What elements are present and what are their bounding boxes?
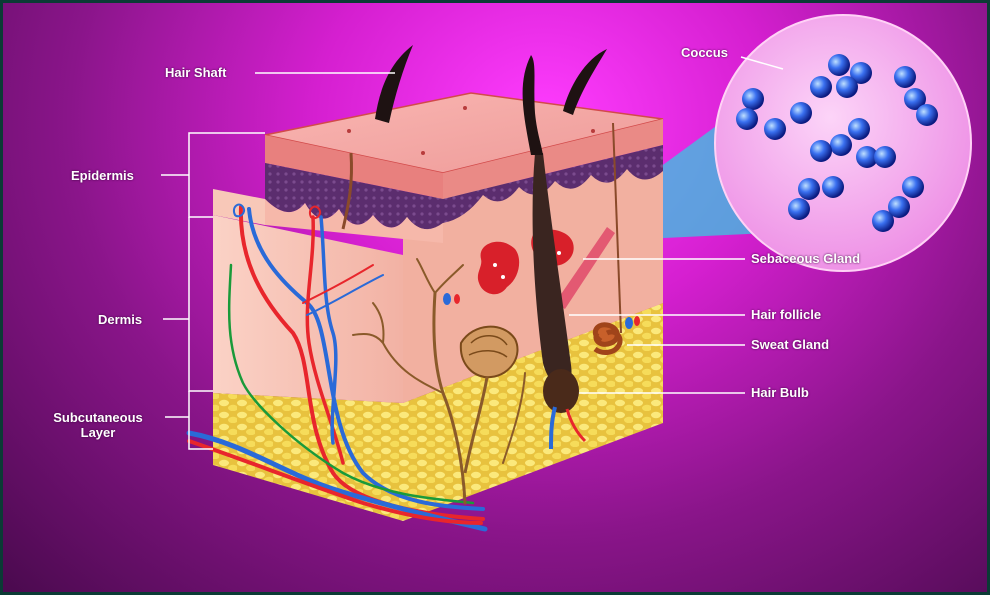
skin-block <box>213 93 663 521</box>
coccus-icon <box>736 108 758 130</box>
skin-cross-section-illustration <box>3 3 987 592</box>
coccus-icon <box>894 66 916 88</box>
label-hair-shaft: Hair Shaft <box>165 65 226 80</box>
coccus-icon <box>828 54 850 76</box>
label-dermis: Dermis <box>98 312 142 327</box>
coccus-icon <box>848 118 870 140</box>
pore <box>347 129 351 133</box>
label-subcutaneous-line2: Layer <box>33 425 163 440</box>
label-sweat-gland: Sweat Gland <box>751 337 829 352</box>
coccus-icon <box>790 102 812 124</box>
label-subcutaneous-layer: Subcutaneous Layer <box>33 410 163 440</box>
coccus-icon <box>810 140 832 162</box>
coccus-icon <box>822 176 844 198</box>
label-coccus: Coccus <box>681 45 728 60</box>
coccus-icon <box>872 210 894 232</box>
coccus-icon <box>788 198 810 220</box>
skin-diagram: Hair Shaft Epidermis Dermis Subcutaneous… <box>3 3 987 592</box>
coccus-icon <box>874 146 896 168</box>
pore <box>591 129 595 133</box>
coccus-icon <box>902 176 924 198</box>
pore <box>421 151 425 155</box>
coccus-icon <box>742 88 764 110</box>
hair-bulb <box>543 369 579 413</box>
label-subcutaneous-line1: Subcutaneous <box>33 410 163 425</box>
label-hair-bulb: Hair Bulb <box>751 385 809 400</box>
coccus-icon <box>764 118 786 140</box>
coccus-icon <box>916 104 938 126</box>
coccus-icon <box>798 178 820 200</box>
coccus-icon <box>830 134 852 156</box>
pore <box>463 106 467 110</box>
coccus-icon <box>836 76 858 98</box>
label-hair-follicle: Hair follicle <box>751 307 821 322</box>
label-epidermis: Epidermis <box>71 168 134 183</box>
label-sebaceous-gland: Sebaceous Gland <box>751 251 860 266</box>
coccus-icon <box>810 76 832 98</box>
